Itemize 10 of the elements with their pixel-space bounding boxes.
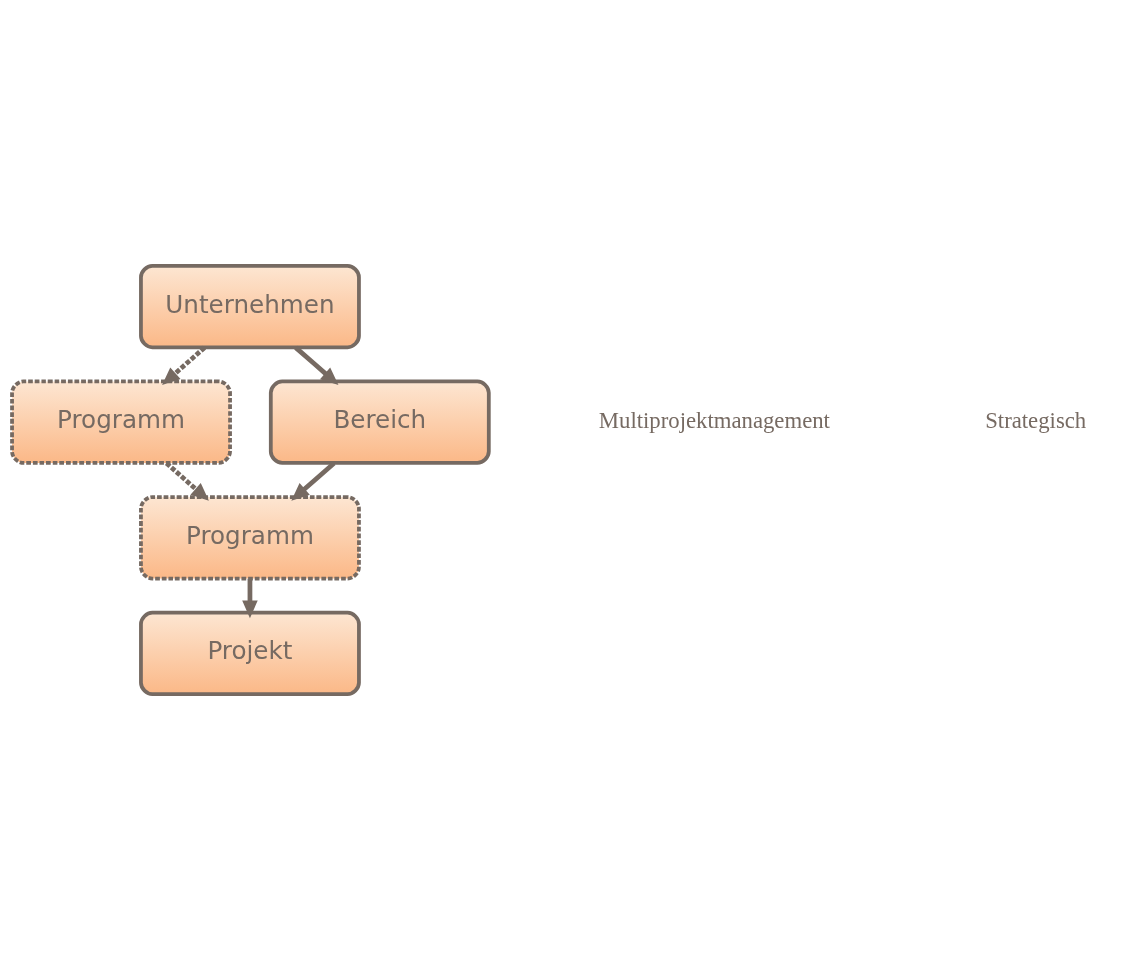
node-box: Unternehmen xyxy=(139,263,361,350)
arrow xyxy=(242,578,258,619)
node-box: Bereich xyxy=(268,379,491,465)
node-box: Programm xyxy=(139,495,361,581)
label: Multiprojektmanagement xyxy=(598,408,830,434)
node-box: Projekt xyxy=(139,610,361,697)
label: Strategisch xyxy=(985,408,1087,434)
arrow xyxy=(291,461,336,501)
arrow xyxy=(164,461,209,501)
node-box: Programm xyxy=(10,379,232,465)
